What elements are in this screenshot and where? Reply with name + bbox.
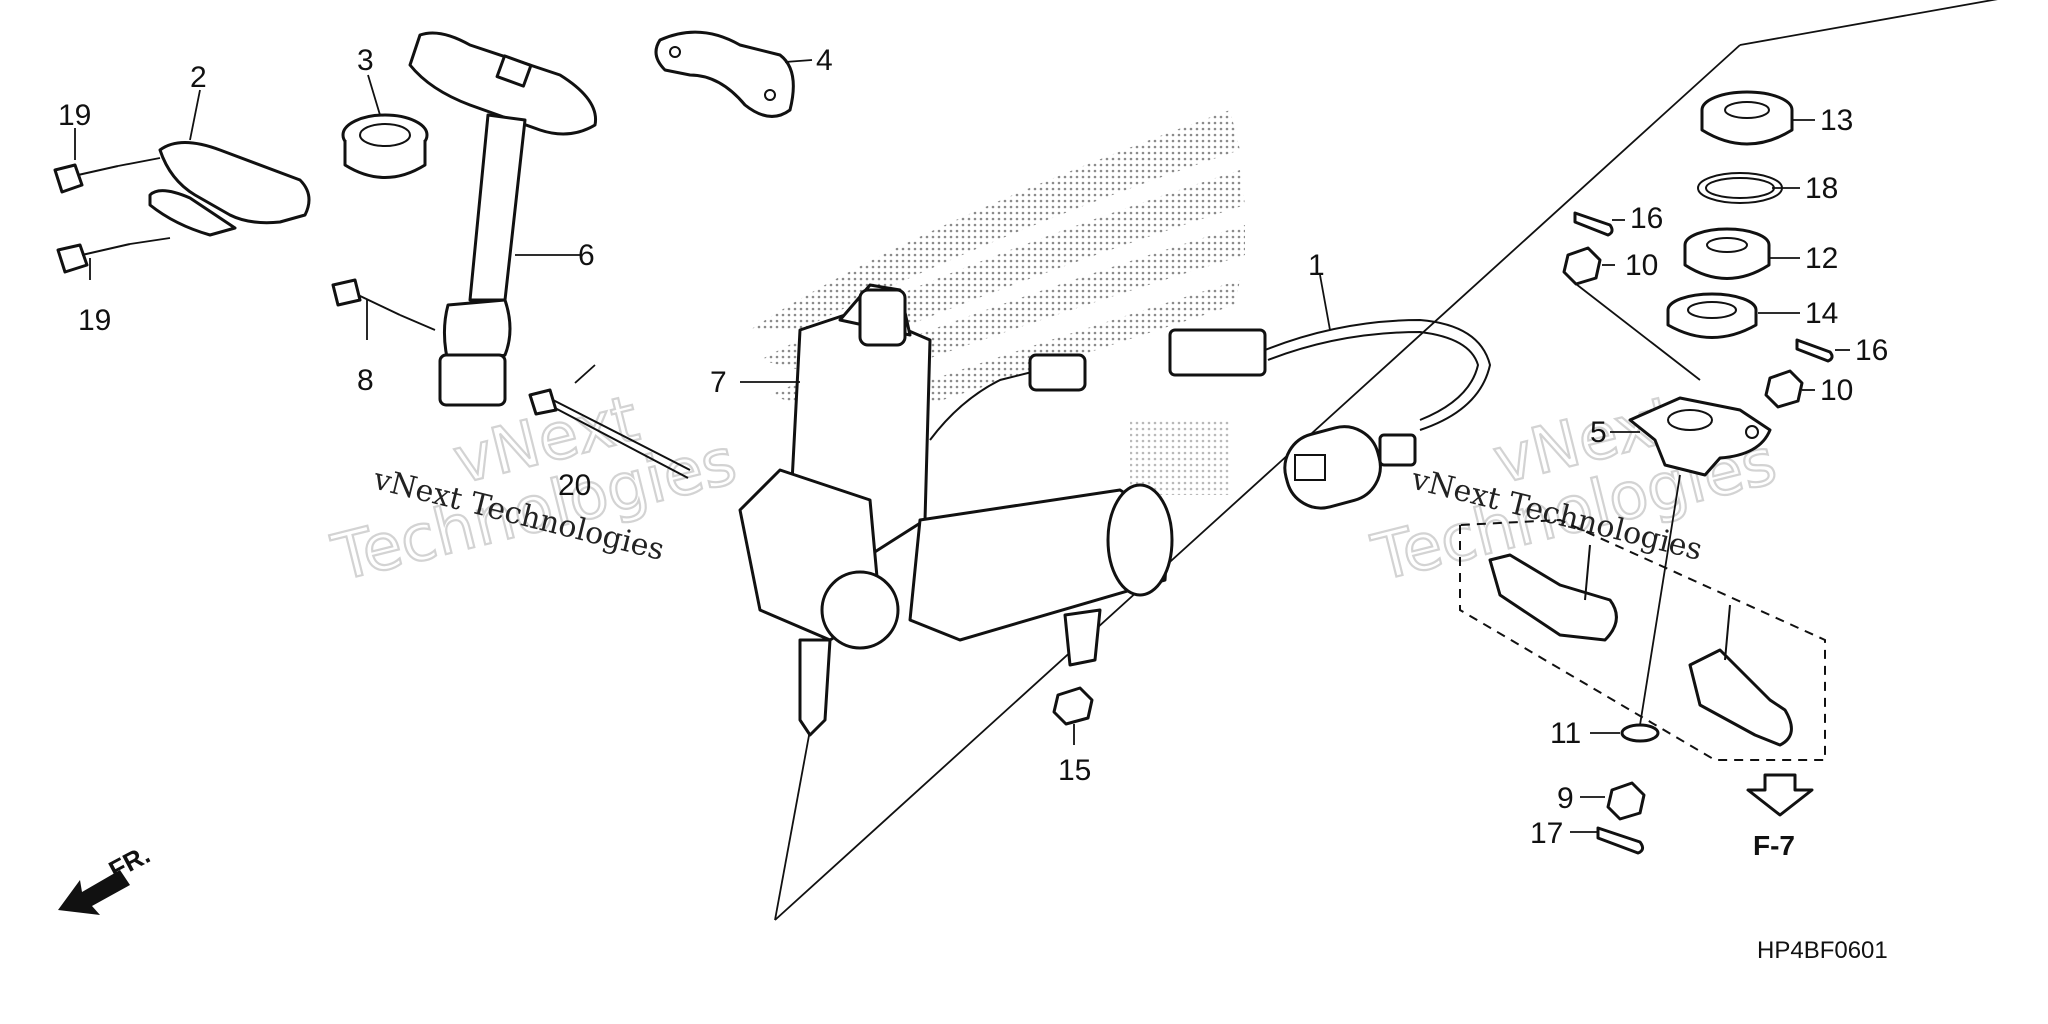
harness-1: [1168, 318, 1492, 510]
bolt-19-upper: [53, 157, 161, 194]
callout-4: 4: [816, 44, 833, 77]
callout-5: 5: [1590, 416, 1607, 449]
oil-seal-13: [1700, 90, 1794, 146]
callout-20: 20: [558, 469, 591, 502]
callout-1: 1: [1308, 249, 1325, 282]
callout-6: 6: [578, 239, 595, 272]
callout-17: 17: [1530, 817, 1563, 850]
bushing-3: [341, 113, 429, 179]
washer-11: [1620, 723, 1660, 743]
long-bolt-20: [528, 388, 691, 479]
pitman-arm-5: [1628, 396, 1772, 477]
cotter-pin-17: [1596, 826, 1645, 855]
eps-motor-unit-7: [738, 283, 1174, 737]
callout-3: 3: [357, 44, 374, 77]
callout-9: 9: [1557, 782, 1574, 815]
front-direction-arrow: [58, 870, 130, 915]
callout-10-upper: 10: [1625, 249, 1658, 282]
nut-15: [1052, 686, 1094, 745]
nut-10-upper: [1562, 246, 1602, 286]
bearing-12: [1683, 227, 1771, 280]
callout-14: 14: [1805, 297, 1838, 330]
reference-arrow: [1746, 773, 1814, 817]
nut-10-lower: [1764, 369, 1804, 409]
assembly-lines: [774, 0, 1998, 921]
callout-13: 13: [1820, 104, 1853, 137]
callout-12: 12: [1805, 242, 1838, 275]
callout-7: 7: [710, 366, 727, 399]
diagram-code: HP4BF0601: [1757, 937, 1888, 964]
leader-lines: [74, 59, 1850, 833]
bolt-8: [331, 278, 436, 331]
callout-19-upper: 19: [58, 99, 91, 132]
callout-2: 2: [190, 61, 207, 94]
tie-rod-box: [1459, 518, 1826, 761]
steering-shaft-6: [408, 31, 598, 407]
nut-9: [1606, 781, 1646, 821]
cotter-pin-16-lower: [1795, 338, 1834, 363]
callout-10-lower: 10: [1820, 374, 1853, 407]
upper-holder-4: [654, 30, 795, 118]
circlip-18: [1697, 172, 1783, 204]
callout-19-lower: 19: [78, 304, 111, 337]
callout-18: 18: [1805, 172, 1838, 205]
callout-8: 8: [357, 364, 374, 397]
lower-holder-2: [148, 141, 311, 237]
callout-16-upper: 16: [1630, 202, 1663, 235]
seal-14: [1666, 292, 1758, 339]
cotter-pin-16-upper: [1573, 211, 1614, 237]
callout-16-lower: 16: [1855, 334, 1888, 367]
callout-11: 11: [1550, 717, 1581, 750]
reference-label: F-7: [1753, 830, 1795, 861]
bolt-19-lower: [56, 237, 171, 274]
callout-15: 15: [1058, 754, 1091, 787]
callouts: 1 2 3 4 5 6 7 8 9 10 10 11 12 13 14 15 1…: [58, 44, 1888, 850]
